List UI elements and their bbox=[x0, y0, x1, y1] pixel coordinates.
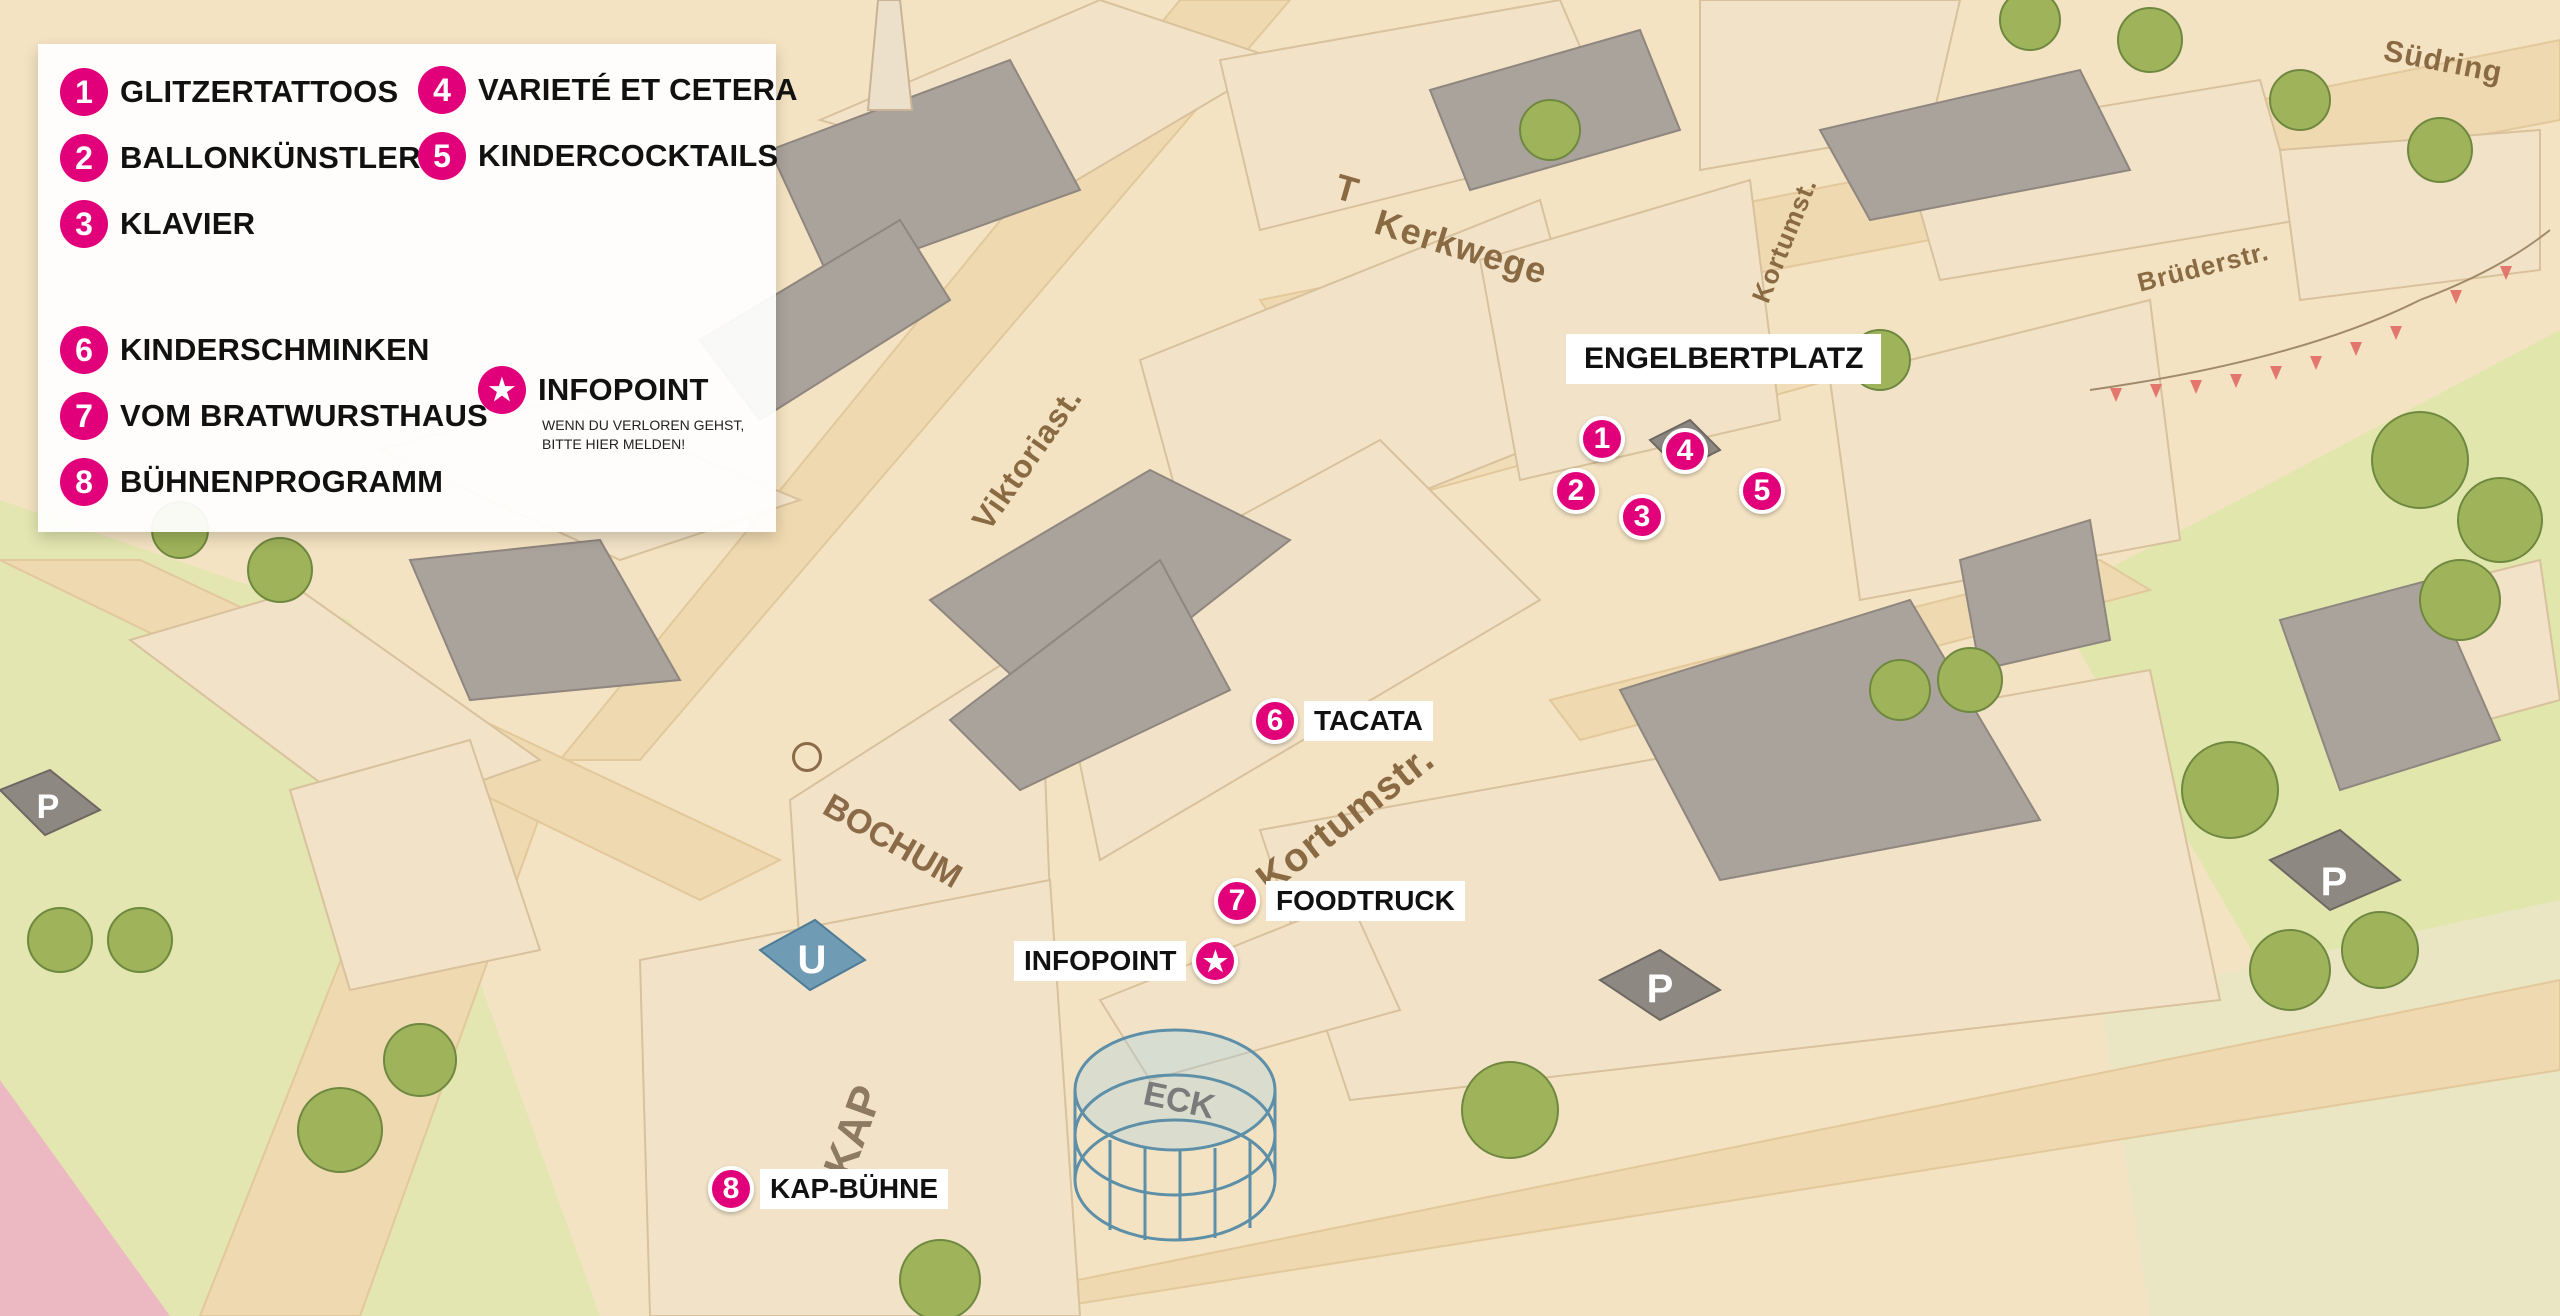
legend-number-badge: 1 bbox=[60, 68, 108, 116]
map-marker-3[interactable]: 3 bbox=[1619, 494, 1665, 540]
legend-label: KLAVIER bbox=[120, 206, 256, 241]
legend-item-1: 1 GLITZERTATTOOS bbox=[60, 68, 398, 116]
trees bbox=[27, 0, 2543, 1316]
legend-panel: 1 GLITZERTATTOOS 2 BALLONKÜNSTLER 3 KLAV… bbox=[38, 44, 798, 532]
pink-area bbox=[0, 1080, 170, 1316]
engelbertplatz-label: ENGELBERTPLATZ bbox=[1566, 334, 1882, 384]
infopoint-note: WENN DU VERLOREN GEHST, BITTE HIER MELDE… bbox=[542, 416, 802, 454]
map-marker-4[interactable]: 4 bbox=[1662, 428, 1708, 474]
legend-item-6: 6 KINDERSCHMINKEN bbox=[60, 326, 430, 374]
map-marker-8: 8 bbox=[708, 1166, 754, 1212]
parking-tiles bbox=[0, 418, 2402, 1022]
infopoint-map-label: INFOPOINT bbox=[1014, 941, 1187, 981]
map-marker-tacata[interactable]: 6 TACATA bbox=[1252, 698, 1433, 744]
legend-label: INFOPOINT bbox=[538, 372, 709, 407]
legend-label: BALLONKÜNSTLER bbox=[120, 140, 421, 175]
map-marker-2[interactable]: 2 bbox=[1553, 468, 1599, 514]
legend-label: VARIETÉ ET CETERA bbox=[478, 72, 798, 107]
legend-label: BÜHNENPROGRAMM bbox=[120, 464, 444, 499]
legend-item-2: 2 BALLONKÜNSTLER bbox=[60, 134, 421, 182]
map-marker-6: 6 bbox=[1252, 698, 1298, 744]
legend-label: GLITZERTATTOOS bbox=[120, 74, 399, 109]
legend-item-7: 7 VOM BRATWURSTHAUS bbox=[60, 392, 488, 440]
foodtruck-label: FOODTRUCK bbox=[1266, 881, 1465, 921]
green-area-east bbox=[2050, 330, 2560, 1100]
map-marker-7: 7 bbox=[1214, 878, 1260, 924]
legend-number-badge: 5 bbox=[418, 132, 466, 180]
legend-number-badge: 6 bbox=[60, 326, 108, 374]
map-marker-1[interactable]: 1 bbox=[1579, 416, 1625, 462]
parking-label-west: P bbox=[37, 788, 60, 826]
legend-label: VOM BRATWURSTHAUS bbox=[120, 398, 488, 433]
green-area-west bbox=[0, 500, 600, 1316]
legend-item-infopoint: ★ INFOPOINT bbox=[478, 366, 709, 414]
legend-label: KINDERCOCKTAILS bbox=[478, 138, 779, 173]
infopoint-note-line-2: BITTE HIER MELDEN! bbox=[542, 436, 686, 452]
subway-label: U bbox=[798, 938, 827, 982]
map-marker-kap-buehne[interactable]: 8 KAP-BÜHNE bbox=[708, 1166, 948, 1212]
infopoint-note-line-1: WENN DU VERLOREN GEHST, bbox=[542, 417, 745, 433]
legend-number-badge: 2 bbox=[60, 134, 108, 182]
bochum-logo-icon bbox=[792, 742, 822, 772]
legend-item-8: 8 BÜHNENPROGRAMM bbox=[60, 458, 443, 506]
legend-item-5: 5 KINDERCOCKTAILS bbox=[418, 132, 778, 180]
map-marker-5[interactable]: 5 bbox=[1739, 468, 1785, 514]
parking-label-east: P bbox=[2321, 860, 2348, 904]
legend-number-badge: 8 bbox=[60, 458, 108, 506]
kap-buehne-label: KAP-BÜHNE bbox=[760, 1169, 948, 1209]
legend-number-badge: 7 bbox=[60, 392, 108, 440]
legend-number-badge: 4 bbox=[418, 66, 466, 114]
legend-number-badge: 3 bbox=[60, 200, 108, 248]
map-marker-infopoint[interactable]: INFOPOINT ★ bbox=[1014, 938, 1239, 984]
legend-item-4: 4 VARIETÉ ET CETERA bbox=[418, 66, 798, 114]
star-icon: ★ bbox=[1192, 938, 1239, 984]
parking-label-center: P bbox=[1647, 967, 1674, 1011]
tacata-label: TACATA bbox=[1304, 701, 1433, 741]
star-icon: ★ bbox=[478, 366, 526, 414]
legend-label: KINDERSCHMINKEN bbox=[120, 332, 430, 367]
map-marker-foodtruck[interactable]: 7 FOODTRUCK bbox=[1214, 878, 1465, 924]
legend-item-3: 3 KLAVIER bbox=[60, 200, 255, 248]
eck-rotunda bbox=[1073, 1028, 1277, 1242]
